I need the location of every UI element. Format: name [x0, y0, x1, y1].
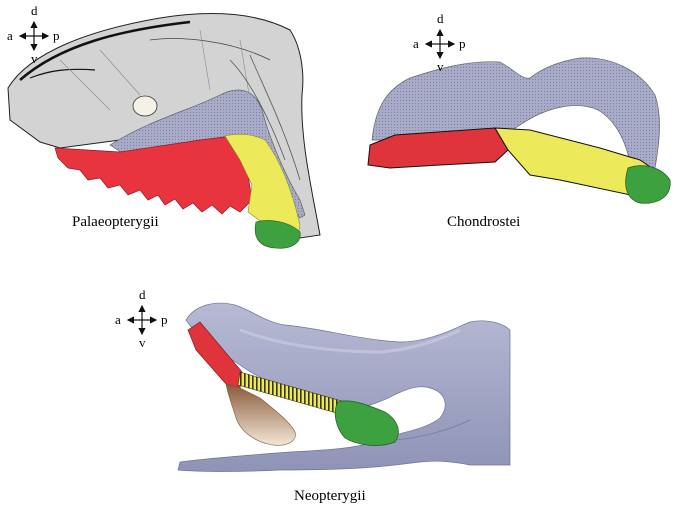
- chondrostei-ventral-label: v: [437, 59, 444, 74]
- chondrostei-caption: Chondrostei: [447, 214, 520, 230]
- palaeopterygii-red-element: [55, 136, 252, 214]
- palaeopterygii-posterior-label: p: [53, 28, 60, 43]
- palaeopterygii-anterior-label: a: [7, 28, 13, 43]
- chondrostei-green-element: [626, 166, 671, 204]
- chondrostei-dorsal-label: d: [437, 11, 444, 26]
- neopterygii-dorsal-label: d: [139, 287, 146, 302]
- chondrostei-panel: d v a p Chondrostei: [368, 11, 670, 230]
- palaeopterygii-panel: d v a p Palaeopterygii: [7, 3, 320, 248]
- chondrostei-posterior-label: p: [459, 36, 466, 51]
- neopterygii-posterior-label: p: [161, 312, 168, 327]
- neopterygii-ventral-label: v: [139, 335, 146, 350]
- chondrostei-orientation-cross: d v a p: [413, 11, 466, 74]
- neopterygii-panel: d v a p Neopterygii: [115, 287, 510, 504]
- neopterygii-anterior-label: a: [115, 312, 121, 327]
- neopterygii-caption: Neopterygii: [294, 488, 366, 504]
- neopterygii-green-element: [335, 401, 398, 446]
- chondrostei-anterior-label: a: [413, 36, 419, 51]
- palaeopterygii-ventral-label: v: [31, 51, 38, 66]
- palaeopterygii-dorsal-label: d: [31, 3, 38, 18]
- palaeopterygii-caption: Palaeopterygii: [72, 214, 159, 230]
- neopterygii-orientation-cross: d v a p: [115, 287, 168, 350]
